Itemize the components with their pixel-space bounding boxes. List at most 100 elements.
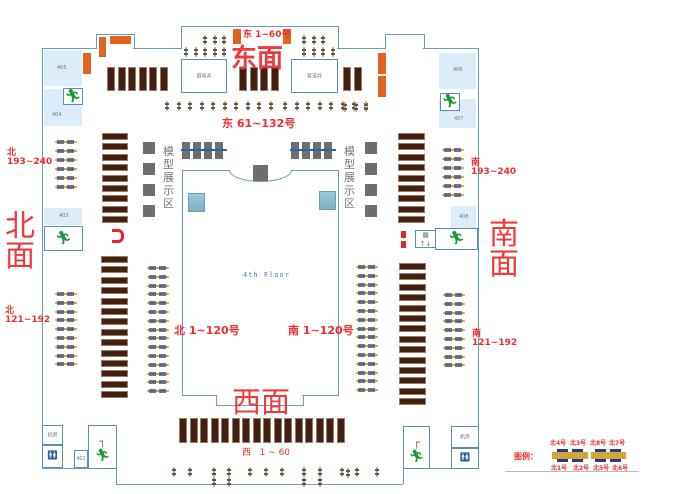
seat (212, 35, 217, 45)
outer-wall-top-mid-right (337, 48, 385, 49)
booth (138, 67, 147, 91)
booth (102, 164, 128, 172)
seat (147, 389, 169, 394)
seat (165, 101, 169, 111)
seat (283, 101, 287, 111)
seat (55, 185, 77, 189)
seat (443, 293, 465, 297)
booth (200, 418, 208, 443)
zone-label-north-1-120: 北 1~120号 (174, 324, 240, 337)
atrium-pillar-top (253, 165, 268, 181)
seat (55, 176, 77, 180)
seat (203, 35, 207, 45)
booth (102, 205, 128, 213)
booth (101, 391, 128, 399)
seat (356, 265, 378, 269)
booth (102, 133, 128, 140)
legend-title: 图例： (514, 452, 538, 461)
outer-wall-notch-right (385, 34, 425, 49)
booth (263, 418, 271, 443)
seat (318, 467, 322, 477)
seat (172, 467, 176, 477)
legend-chair (572, 449, 583, 452)
seat (302, 477, 306, 487)
booth (353, 67, 362, 91)
floor-label: 4th Floor (243, 271, 290, 279)
outer-wall-bottom-right-v (403, 468, 404, 484)
seat (442, 175, 464, 179)
fire-extinguisher-icon (401, 241, 406, 248)
seat (443, 328, 465, 333)
orange-block (283, 29, 291, 44)
seat (280, 467, 284, 477)
booth (102, 143, 128, 151)
booth (399, 387, 426, 395)
atrium-glass-left (188, 193, 205, 212)
seat (55, 362, 77, 367)
outer-wall-top-east (181, 26, 339, 49)
seat (147, 283, 169, 288)
seat (356, 282, 378, 287)
seat (443, 319, 465, 324)
atrium-wall-top-left (182, 170, 229, 171)
zone-label-east-1-60: 东 1~60号 (243, 30, 291, 40)
seat (356, 317, 378, 322)
model-stand-bar (181, 149, 227, 151)
seat (356, 273, 378, 278)
seat (147, 274, 169, 279)
booth (128, 67, 136, 91)
booth (101, 318, 128, 326)
booth (159, 67, 168, 91)
model-block (143, 184, 155, 196)
outer-wall-bottom-left (42, 468, 116, 469)
booth (273, 418, 282, 443)
seat (356, 370, 378, 375)
room-pipe-shaft: 管道井 (291, 59, 338, 93)
outer-wall-bottom-mid (116, 484, 403, 485)
orange-block (110, 36, 131, 44)
emergency-exit-icon: 🏃︎ (435, 228, 478, 250)
booth (101, 287, 128, 295)
orange-block (233, 29, 241, 44)
outer-wall-right (478, 48, 479, 420)
seat (234, 101, 238, 111)
seat (188, 467, 192, 477)
face-east-label: 东面 (231, 44, 284, 74)
booth (399, 283, 426, 291)
seat (212, 477, 216, 487)
booth (399, 398, 426, 406)
legend-table-right (591, 452, 626, 459)
booth (101, 266, 128, 274)
booth (399, 304, 426, 312)
model-block (143, 142, 155, 154)
booth (315, 418, 324, 443)
booth (398, 164, 425, 172)
seat (356, 300, 378, 305)
booth (102, 153, 128, 161)
legend-label-bottom-1: 北1号 (551, 465, 568, 472)
seat (356, 361, 378, 366)
booth (117, 67, 126, 91)
seat (248, 467, 252, 477)
booth (398, 195, 425, 203)
outer-wall-notch (96, 34, 135, 49)
zone-label-north-121-192: 北 121~192 (5, 306, 51, 326)
face-south-label: 南面 (489, 217, 519, 282)
seat (346, 468, 350, 478)
seat (55, 292, 77, 296)
booth (101, 328, 128, 336)
seat (294, 101, 299, 111)
seat (199, 101, 204, 111)
room-403: 403 (44, 208, 82, 225)
seat (147, 380, 169, 385)
booth (101, 370, 128, 378)
legend-chair (557, 459, 568, 462)
legend-label-bottom-2: 北2号 (573, 465, 590, 472)
seat (147, 266, 169, 270)
booth (398, 174, 425, 182)
seat (147, 345, 169, 350)
booth (284, 418, 292, 443)
seat (329, 101, 333, 111)
emergency-exit-icon: 🏃︎ (44, 226, 83, 251)
booth (294, 418, 303, 443)
